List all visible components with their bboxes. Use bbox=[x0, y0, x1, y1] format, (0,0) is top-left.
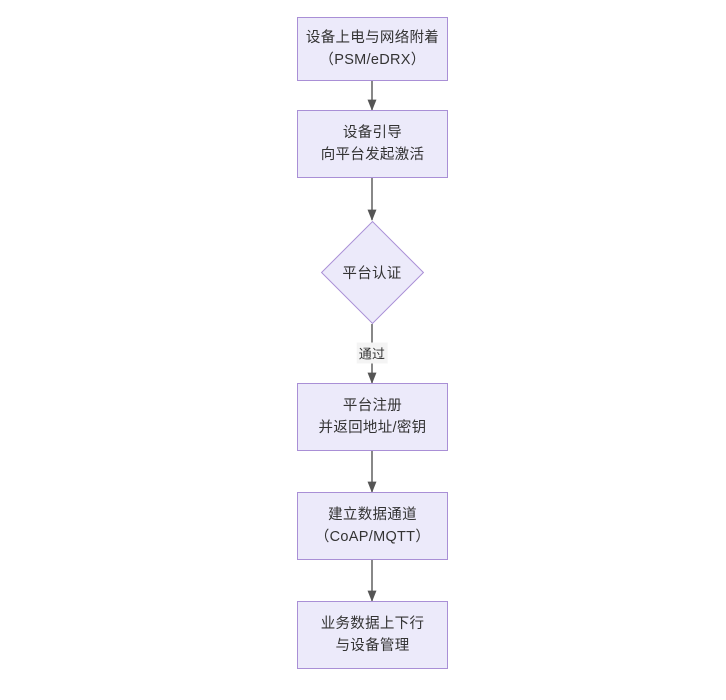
decision-node-n3: 平台认证 bbox=[320, 220, 424, 324]
edge-label-e3: 通过 bbox=[356, 342, 388, 364]
process-node-label-line-2: 向平台发起激活 bbox=[320, 147, 425, 163]
process-node-n6: 业务数据上下行与设备管理 bbox=[297, 601, 448, 669]
process-node-label-line-2: 并返回地址/密钥 bbox=[318, 420, 427, 436]
process-node-label-line-1: 设备上电与网络附着 bbox=[305, 29, 440, 46]
decision-node-label: 平台认证 bbox=[342, 265, 402, 282]
process-node-label-line-1: 业务数据上下行 bbox=[320, 615, 425, 632]
process-node-n4: 平台注册并返回地址/密钥 bbox=[297, 383, 448, 451]
process-node-n1: 设备上电与网络附着 （PSM/eDRX） bbox=[297, 17, 448, 81]
process-node-label-line-1: 建立数据通道 bbox=[328, 506, 417, 523]
process-node-label-line-2: （PSM/eDRX） bbox=[319, 52, 426, 68]
process-node-label-line-1: 平台注册 bbox=[342, 397, 403, 414]
process-node-n5: 建立数据通道 （CoAP/MQTT） bbox=[297, 492, 448, 560]
process-node-label-line-2: （CoAP/MQTT） bbox=[314, 529, 431, 545]
process-node-label-line-2: 与设备管理 bbox=[335, 638, 410, 654]
process-node-n2: 设备引导向平台发起激活 bbox=[297, 110, 448, 178]
process-node-label-line-1: 设备引导 bbox=[342, 124, 403, 141]
